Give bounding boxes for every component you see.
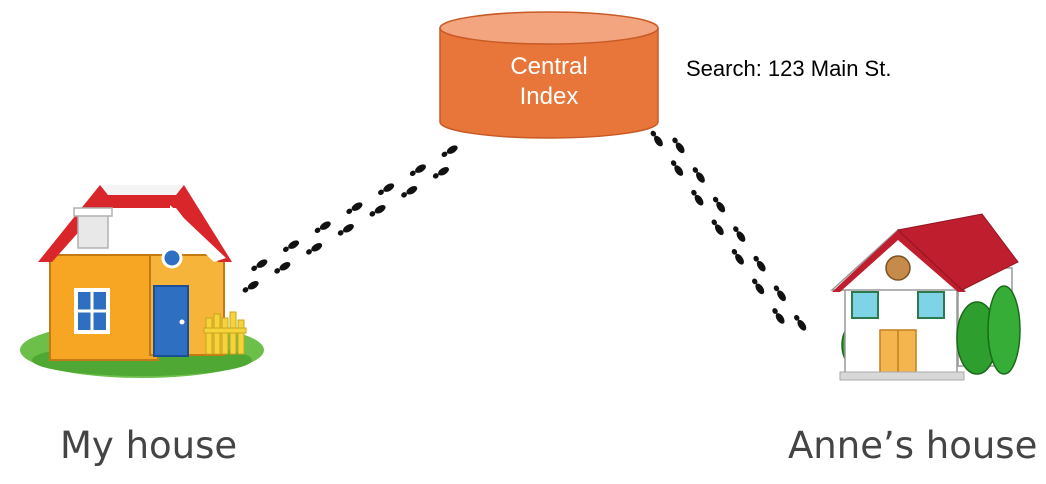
footprint-icon bbox=[378, 183, 395, 196]
footprint-icon bbox=[274, 262, 291, 274]
footprint-icon bbox=[773, 285, 786, 302]
footprint-icon bbox=[670, 160, 684, 176]
footprint-icon bbox=[672, 137, 685, 154]
annes-house-icon bbox=[830, 213, 1021, 381]
footprint-icon bbox=[650, 130, 663, 147]
my-house-label: My house bbox=[60, 424, 238, 467]
footprint-icon bbox=[409, 164, 426, 177]
footprint-icon bbox=[712, 196, 726, 213]
footprint-icon bbox=[432, 167, 449, 179]
central-index-label: Central Index bbox=[440, 52, 658, 112]
central-index-label-line2: Index bbox=[519, 83, 579, 110]
footprint-icon bbox=[772, 308, 785, 324]
footprint-icon bbox=[752, 278, 765, 295]
footprint-icon bbox=[306, 243, 323, 255]
footprint-icon bbox=[733, 226, 746, 242]
footprint-icon bbox=[369, 205, 386, 217]
footprints-index-to-annes-house bbox=[650, 130, 807, 331]
footprint-icon bbox=[753, 255, 766, 272]
footprint-icon bbox=[711, 219, 724, 236]
footprint-icon bbox=[282, 240, 300, 253]
central-index-cylinder bbox=[439, 11, 659, 139]
my-house-icon bbox=[20, 185, 264, 378]
footprints-my-house-to-index bbox=[242, 145, 458, 293]
footprint-icon bbox=[337, 224, 354, 236]
footprint-icon bbox=[731, 248, 744, 265]
annes-house-label: Anne’s house bbox=[788, 424, 1038, 467]
central-index-label-line1: Central bbox=[510, 53, 588, 80]
footprint-icon bbox=[251, 259, 268, 272]
search-query-text: Search: 123 Main St. bbox=[686, 56, 892, 81]
footprint-icon bbox=[691, 189, 704, 206]
footprint-icon bbox=[314, 221, 331, 234]
footprint-icon bbox=[346, 202, 363, 215]
footprint-icon bbox=[242, 281, 259, 293]
footprint-icon bbox=[401, 186, 418, 198]
footprint-icon bbox=[794, 314, 807, 331]
footprint-icon bbox=[692, 167, 705, 183]
footprint-icon bbox=[441, 145, 458, 158]
